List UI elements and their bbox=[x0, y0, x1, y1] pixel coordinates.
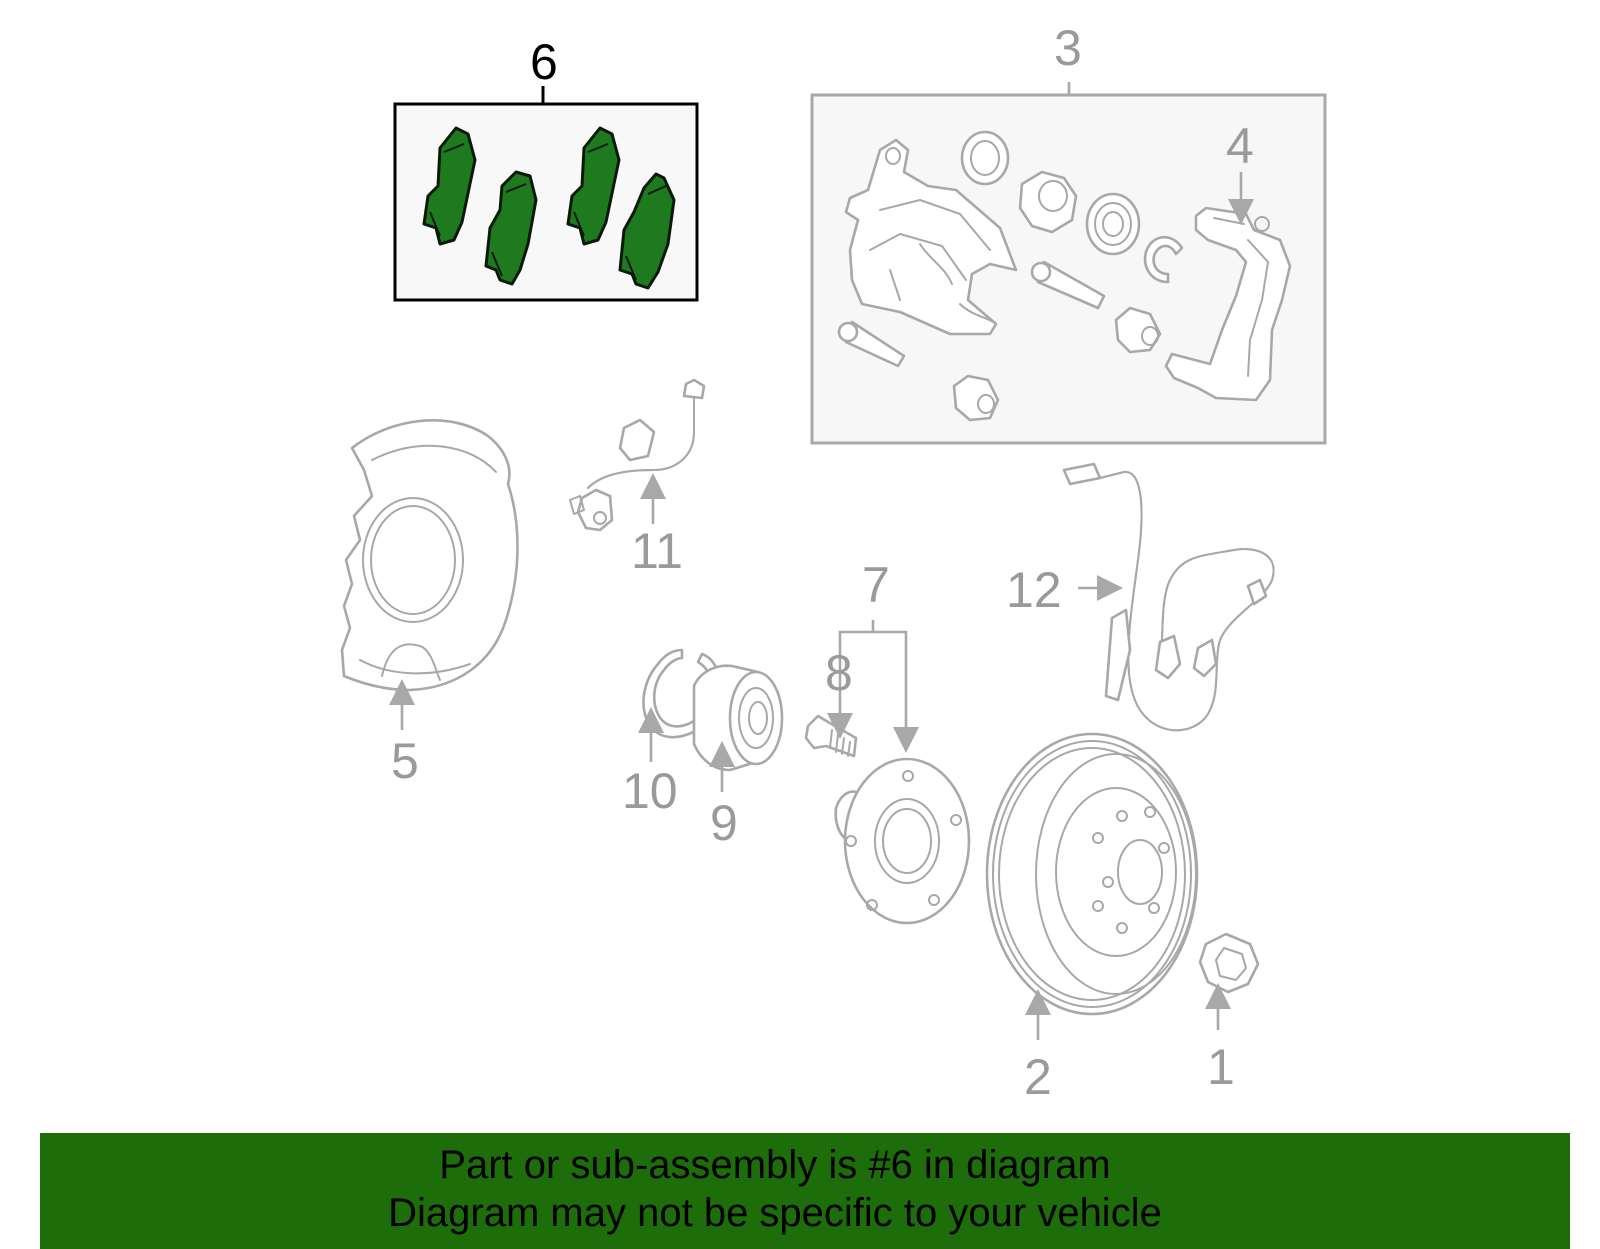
wheel-hub[interactable] bbox=[834, 757, 971, 925]
banner-disclaimer: Diagram may not be specific to your vehi… bbox=[388, 1191, 1162, 1235]
callout-6[interactable]: 6 bbox=[530, 34, 558, 90]
banner-part-note: Part or sub-assembly is #6 in diagram bbox=[439, 1143, 1111, 1187]
callout-10[interactable]: 10 bbox=[622, 763, 678, 819]
brake-pad-3 bbox=[566, 126, 621, 246]
callout-11[interactable]: 11 bbox=[631, 523, 683, 579]
callout-1[interactable]: 1 bbox=[1207, 1039, 1235, 1095]
pin-boot-upper bbox=[1114, 306, 1162, 354]
brake-pad-set[interactable] bbox=[393, 86, 699, 302]
abs-sensor[interactable] bbox=[1062, 462, 1275, 732]
brake-hose[interactable] bbox=[569, 378, 706, 532]
callout-9[interactable]: 9 bbox=[710, 795, 738, 851]
callout-4[interactable]: 4 bbox=[1226, 118, 1254, 174]
callout-labels: 6 3 4 11 7 12 8 5 10 9 2 1 bbox=[391, 20, 1254, 1105]
info-banner: Part or sub-assembly is #6 in diagram Di… bbox=[40, 1133, 1570, 1249]
brake-rotor[interactable] bbox=[985, 732, 1199, 1016]
boot-clip bbox=[1143, 235, 1184, 284]
wheel-bearing[interactable] bbox=[692, 664, 784, 772]
callout-7[interactable]: 7 bbox=[862, 557, 890, 613]
callout-12[interactable]: 12 bbox=[1006, 562, 1062, 618]
slide-pin-lower bbox=[837, 320, 906, 368]
piston-seal bbox=[960, 130, 1010, 186]
pin-boot-lower bbox=[952, 374, 1000, 422]
caliper-body bbox=[844, 138, 1018, 336]
dust-boot bbox=[1085, 192, 1141, 256]
wheel-stud[interactable] bbox=[804, 714, 858, 758]
caliper-assembly-group[interactable] bbox=[810, 82, 1327, 445]
brake-pad-2 bbox=[484, 170, 538, 286]
caliper-piston bbox=[1018, 170, 1078, 234]
callout-2[interactable]: 2 bbox=[1024, 1049, 1052, 1105]
splash-shield[interactable] bbox=[340, 419, 519, 692]
callout-5[interactable]: 5 bbox=[391, 733, 419, 789]
leader-lines bbox=[389, 172, 1254, 1040]
brake-pad-4 bbox=[618, 172, 676, 290]
callout-3[interactable]: 3 bbox=[1054, 20, 1082, 76]
callout-8[interactable]: 8 bbox=[825, 645, 853, 701]
slide-pin-upper bbox=[1030, 260, 1106, 310]
hub-nut[interactable] bbox=[1198, 932, 1260, 994]
brake-pad-1 bbox=[422, 126, 477, 246]
